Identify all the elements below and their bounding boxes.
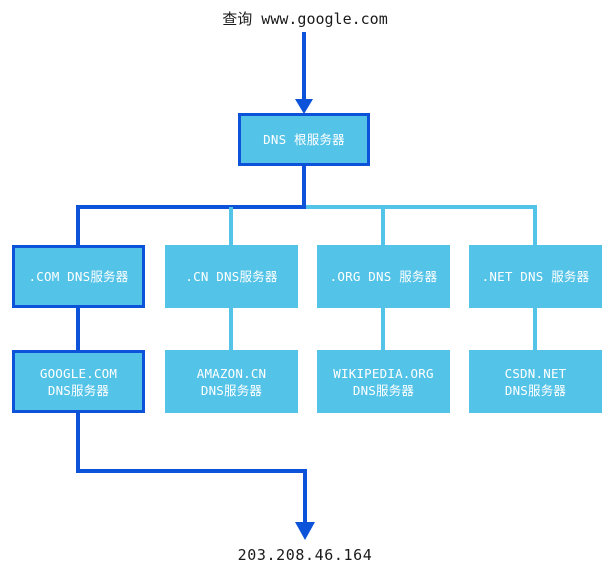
node-label-line2: DNS服务器: [504, 382, 567, 398]
node-authoritative-amazon-cn[interactable]: AMAZON.CN DNS服务器: [165, 350, 298, 413]
node-label-line2: DNS服务器: [47, 382, 110, 398]
node-label-line1: CSDN.NET: [504, 365, 567, 381]
node-tld-org[interactable]: .ORG DNS 服务器: [317, 245, 450, 308]
node-label-line1: WIKIPEDIA.ORG: [333, 365, 434, 381]
node-label-line2: DNS服务器: [352, 382, 415, 398]
node-label-line1: AMAZON.CN: [196, 365, 267, 381]
node-authoritative-wikipedia-org[interactable]: WIKIPEDIA.ORG DNS服务器: [317, 350, 450, 413]
node-label-line2: DNS服务器: [200, 382, 263, 398]
node-label: .NET DNS 服务器: [481, 269, 590, 284]
node-tld-net[interactable]: .NET DNS 服务器: [469, 245, 602, 308]
node-label-line1: GOOGLE.COM: [39, 365, 118, 381]
node-dns-root-server[interactable]: DNS 根服务器: [238, 113, 370, 166]
node-label: .ORG DNS 服务器: [329, 269, 438, 284]
answer-arrow-head: [295, 522, 315, 540]
result-ip-caption: 203.208.46.164: [237, 546, 373, 564]
query-caption: 查询 www.google.com: [222, 10, 388, 28]
query-arrow-head: [295, 99, 313, 114]
node-tld-cn[interactable]: .CN DNS服务器: [165, 245, 298, 308]
node-label: DNS 根服务器: [263, 132, 345, 147]
node-label: .CN DNS服务器: [185, 269, 278, 284]
node-label: .COM DNS服务器: [28, 269, 129, 284]
node-authoritative-google-com[interactable]: GOOGLE.COM DNS服务器: [12, 350, 145, 413]
node-tld-com[interactable]: .COM DNS服务器: [12, 245, 145, 308]
node-authoritative-csdn-net[interactable]: CSDN.NET DNS服务器: [469, 350, 602, 413]
